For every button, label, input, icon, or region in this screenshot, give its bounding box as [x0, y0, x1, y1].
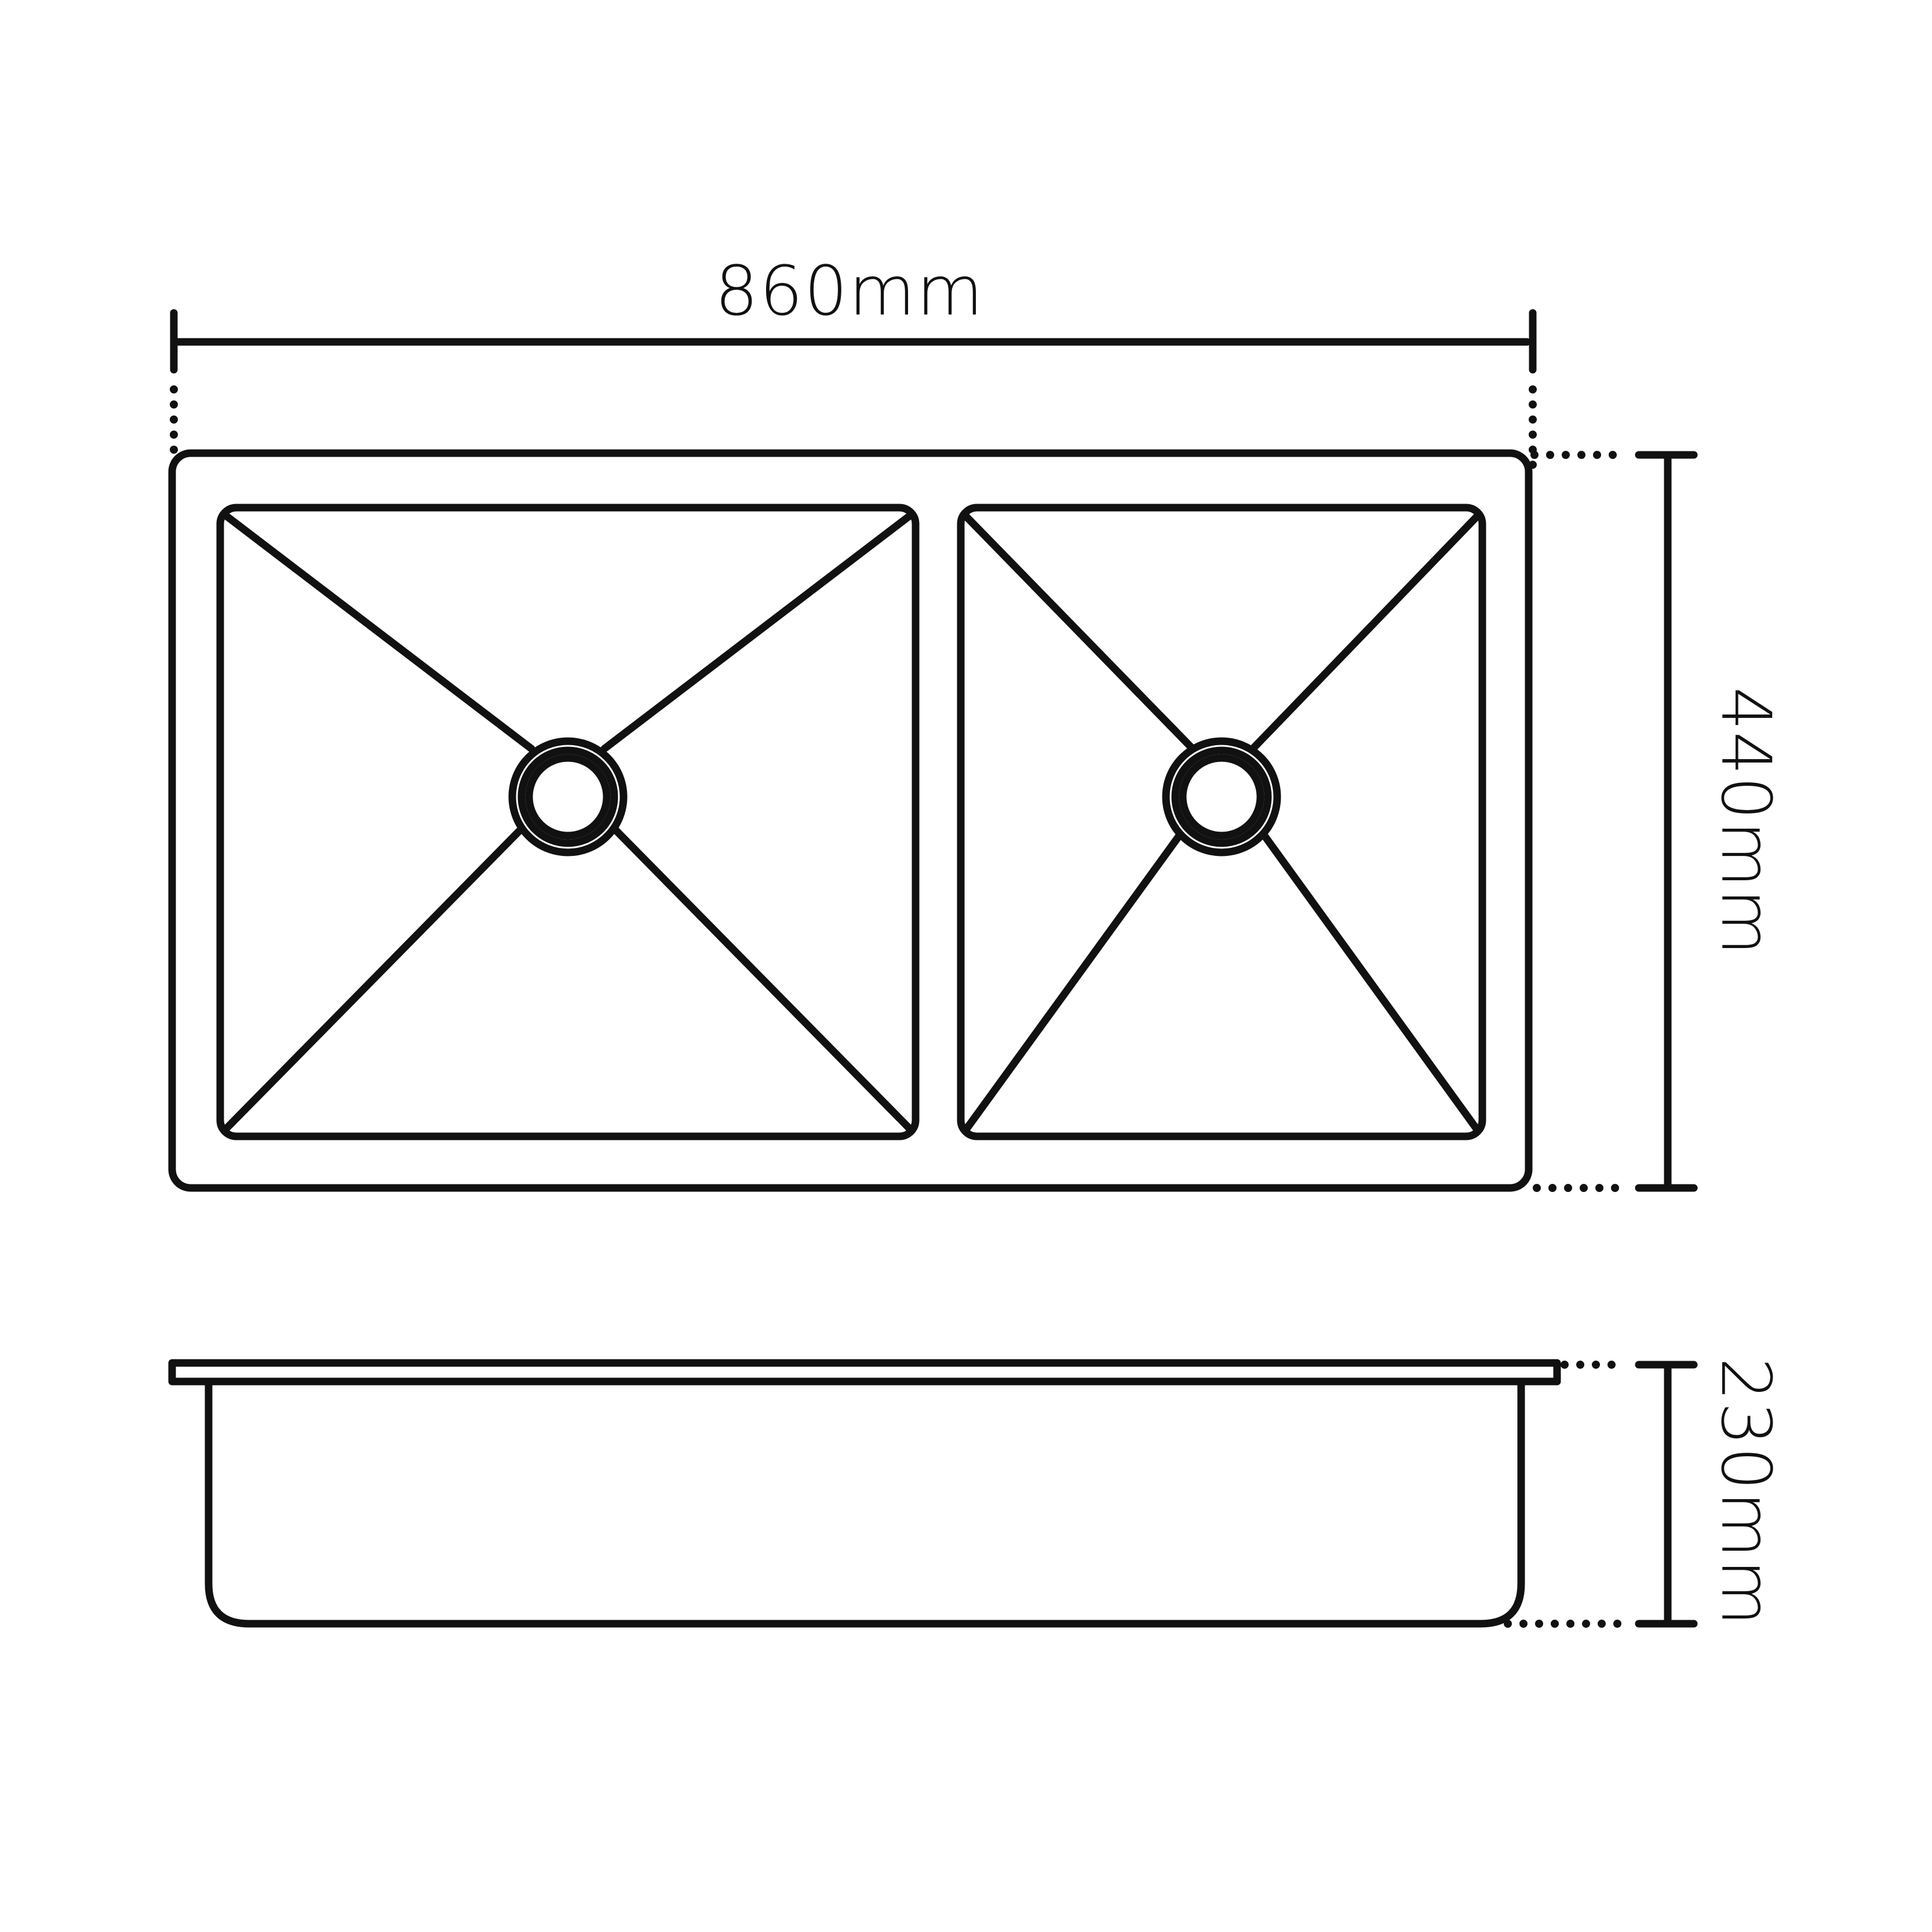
left-drain-ring [517, 746, 618, 847]
right-drain-inner [1179, 754, 1264, 840]
width-label: 860mm [715, 251, 984, 331]
height-dimension [1504, 1361, 1698, 1628]
width-dimension [170, 309, 1537, 477]
side-view-bowl [205, 1377, 1525, 1628]
left-bowl-crease-bottom-left [222, 826, 524, 1133]
left-drain-outer [508, 737, 628, 856]
depth-label: 440mm [1706, 687, 1786, 956]
left-bowl-outline [216, 504, 920, 1140]
side-view-flange [168, 1359, 1561, 1386]
right-bowl-outline [957, 504, 1486, 1140]
left-bowl [216, 504, 920, 1140]
left-bowl-crease-top-left [222, 512, 535, 753]
sink-side-view [168, 1359, 1561, 1628]
right-bowl-crease-bottom-right [1260, 832, 1481, 1133]
right-bowl [957, 504, 1486, 1140]
depth-dimension [1530, 451, 1698, 1192]
left-bowl-crease-top-right [600, 512, 914, 753]
left-bowl-crease-bottom-right [611, 826, 914, 1133]
height-label: 230mm [1706, 1357, 1786, 1627]
right-bowl-crease-top-left [963, 513, 1197, 753]
right-bowl-crease-top-right [1249, 513, 1481, 753]
left-drain-inner [525, 754, 611, 840]
right-bowl-crease-bottom-left [963, 832, 1183, 1133]
sink-top-outline [168, 449, 1533, 1192]
right-drain-outer [1162, 737, 1281, 856]
right-drain-ring [1171, 746, 1272, 847]
